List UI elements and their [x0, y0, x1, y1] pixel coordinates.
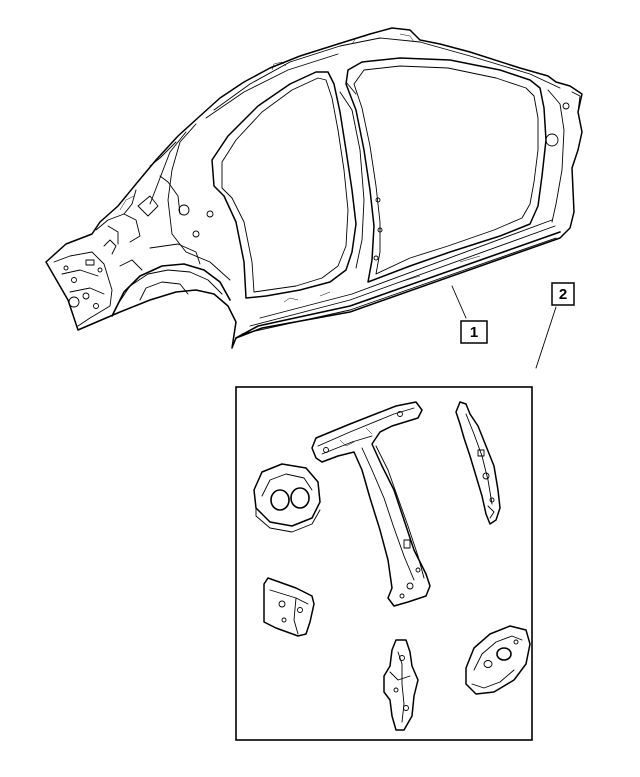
callout-1: 1: [460, 320, 488, 344]
pillar-bracket-narrow: [455, 401, 501, 525]
callout-1-leader: [451, 285, 467, 319]
callout-1-box: [460, 320, 488, 344]
callout-2-box: [551, 282, 575, 306]
callout-2: 2: [551, 282, 575, 306]
pillar-gusset-bracket: [263, 577, 315, 637]
pillar-cover-plate: [465, 625, 531, 695]
body-side-aperture-panel: [45, 27, 583, 349]
b-pillar-kit-box: [235, 386, 533, 741]
pillar-lower-bracket: [383, 639, 419, 731]
b-pillar-reinforcement: [311, 401, 431, 607]
callout-2-leader: [535, 306, 557, 369]
callout-2-label: 2: [559, 286, 567, 303]
pillar-foam-baffle: [253, 463, 321, 533]
callout-1-label: 1: [470, 324, 478, 341]
